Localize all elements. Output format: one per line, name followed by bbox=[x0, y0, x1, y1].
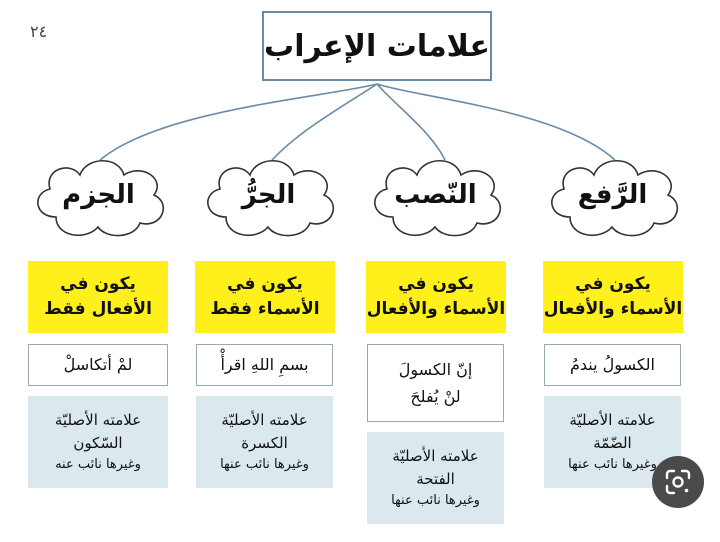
applies-jarr-line1: يكون في bbox=[227, 274, 303, 295]
sign-raf-line2: الضّمّة bbox=[593, 433, 632, 452]
sign-jazm: علامته الأصليّة السّكون وغيرها نائب عنه bbox=[28, 396, 168, 488]
cloud-jazm: الجزم bbox=[26, 145, 171, 245]
cloud-shape bbox=[207, 160, 335, 237]
applies-nasb-line1: يكون في bbox=[398, 274, 474, 295]
cloud-shape bbox=[37, 160, 165, 237]
sign-jarr-line1: علامته الأصليّة bbox=[221, 410, 308, 429]
sign-nasb-line2: الفتحة bbox=[416, 469, 455, 488]
sign-jarr: علامته الأصليّة الكسرة وغيرها نائب عنها bbox=[196, 396, 333, 488]
applies-jazm-line1: يكون في bbox=[60, 274, 136, 295]
cloud-jarr: الجرُّ bbox=[196, 145, 341, 245]
heading-jazm: الجزم bbox=[62, 180, 135, 210]
sign-jarr-line3: وغيرها نائب عنها bbox=[220, 457, 309, 473]
example-jazm: لمْ أتكاسلْ bbox=[28, 344, 168, 386]
sign-jarr-line2: الكسرة bbox=[241, 433, 288, 452]
cloud-shape bbox=[374, 160, 502, 237]
applies-raf-line2: الأسماء والأفعال bbox=[543, 299, 683, 319]
heading-jarr: الجرُّ bbox=[241, 180, 296, 210]
applies-raf-line1: يكون في bbox=[575, 274, 651, 295]
sign-nasb-line3: وغيرها نائب عنها bbox=[391, 493, 480, 509]
heading-raf: الرَّفع bbox=[577, 180, 648, 210]
connector-jarr bbox=[271, 83, 378, 161]
applies-jazm-line2: الأفعال فقط bbox=[44, 299, 152, 319]
example-nasb: إنّ الكسولَ لنْ يُفلحَ bbox=[367, 344, 504, 422]
example-jarr: بسمِ اللهِ اقرأْ bbox=[196, 344, 333, 386]
cloud-nasb: النّصب bbox=[363, 145, 508, 245]
example-raf: الكسولُ يندمُ bbox=[544, 344, 681, 386]
cloud-raf: الرَّفع bbox=[540, 145, 685, 245]
sign-jazm-line2: السّكون bbox=[73, 433, 123, 452]
connector-nasb bbox=[376, 83, 446, 161]
example-jazm-line1: لمْ أتكاسلْ bbox=[63, 355, 133, 375]
applies-jazm: يكون في الأفعال فقط bbox=[28, 261, 168, 333]
applies-jarr-line2: الأسماء فقط bbox=[210, 299, 320, 319]
lens-glyph bbox=[665, 469, 691, 495]
connector-raf bbox=[376, 83, 616, 161]
applies-jarr: يكون في الأسماء فقط bbox=[195, 261, 335, 333]
example-nasb-line2: لنْ يُفلحَ bbox=[410, 387, 461, 406]
example-nasb-line1: إنّ الكسولَ bbox=[398, 359, 473, 379]
cloud-shape bbox=[551, 160, 679, 237]
applies-nasb: يكون في الأسماء والأفعال bbox=[366, 261, 506, 333]
sign-raf-line3: وغيرها نائب عنها bbox=[568, 457, 657, 473]
google-lens-icon[interactable] bbox=[652, 456, 704, 508]
example-jarr-line1: بسمِ اللهِ اقرأْ bbox=[220, 355, 309, 375]
sign-nasb: علامته الأصليّة الفتحة وغيرها نائب عنها bbox=[367, 432, 504, 524]
connector-jazm bbox=[99, 83, 378, 161]
sign-jazm-line1: علامته الأصليّة bbox=[54, 410, 142, 429]
title-box: علامات الإعراب bbox=[262, 11, 492, 81]
heading-nasb: النّصب bbox=[394, 180, 477, 210]
applies-nasb-line2: الأسماء والأفعال bbox=[366, 299, 506, 319]
example-raf-line1: الكسولُ يندمُ bbox=[570, 355, 655, 375]
page-number: ٢٤ bbox=[30, 22, 48, 41]
sign-nasb-line1: علامته الأصليّة bbox=[392, 446, 479, 465]
applies-raf: يكون في الأسماء والأفعال bbox=[543, 261, 683, 333]
sign-raf-line1: علامته الأصليّة bbox=[569, 410, 656, 429]
sign-jazm-line3: وغيرها نائب عنه bbox=[55, 457, 141, 473]
